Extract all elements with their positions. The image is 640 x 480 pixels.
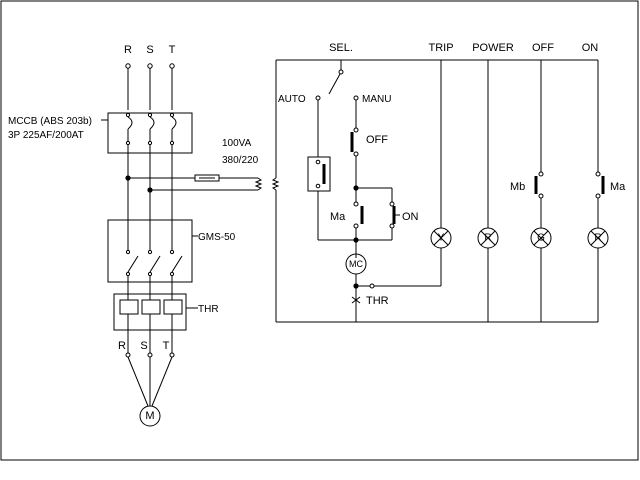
ma-contact-label: Ma (330, 211, 346, 223)
control-circuit: SEL. TRIP POWER OFF ON AUTO MANU OFF (276, 42, 626, 323)
phase-label-t-top: T (169, 44, 176, 56)
mccb-breakers (125, 112, 177, 146)
selector-switch (315, 60, 359, 101)
thr-contact-label: THR (366, 295, 389, 307)
transformer-ratio-label: 380/220 (222, 155, 259, 166)
phase-label-s-top: S (146, 44, 153, 56)
terminal-r-top (125, 63, 131, 69)
contactor-contacts (125, 220, 183, 294)
power-circuit: R S T MCCB (ABS 203b) 3P 225AF/200AT (8, 44, 280, 427)
mccb-label-rating: 3P 225AF/200AT (8, 130, 84, 141)
mccb-label-model: MCCB (ABS 203b) (8, 116, 92, 127)
auto-contact-box (307, 156, 331, 192)
phase-label-r-top: R (124, 44, 132, 56)
thr-contact (351, 296, 361, 304)
control-transformer (254, 60, 280, 322)
header-trip: TRIP (428, 42, 453, 54)
manu-label: MANU (362, 94, 391, 105)
off-button-label: OFF (366, 134, 388, 146)
terminal-t-top (169, 63, 175, 69)
on-lamp-label: R (594, 233, 601, 244)
mc-coil-label: MC (349, 259, 363, 269)
drawing-border (0, 0, 639, 461)
header-power: POWER (472, 42, 514, 54)
header-sel: SEL. (329, 42, 353, 54)
motor-symbol (139, 405, 161, 427)
on-button-label: ON (402, 211, 419, 223)
thermal-relay-label: THR (198, 304, 219, 315)
transformer-va-label: 100VA (222, 138, 252, 149)
terminal-s-top (147, 63, 153, 69)
ma-contact-on-label: Ma (610, 181, 626, 193)
contactor-label: GMS-50 (198, 232, 236, 243)
phase-label-t-bottom: T (163, 340, 170, 352)
header-off: OFF (532, 42, 554, 54)
power-lamp-label: R (484, 233, 491, 244)
trip-lamp-label: Y (438, 233, 445, 244)
header-on: ON (582, 42, 599, 54)
thermal-relay-elements (119, 294, 183, 330)
auto-label: AUTO (278, 94, 306, 105)
mb-contact-label: Mb (510, 181, 525, 193)
phase-label-s-bottom: S (140, 340, 147, 352)
motor-label: M (145, 410, 154, 422)
phase-label-r-bottom: R (118, 340, 126, 352)
off-lamp-label: G (537, 233, 545, 244)
